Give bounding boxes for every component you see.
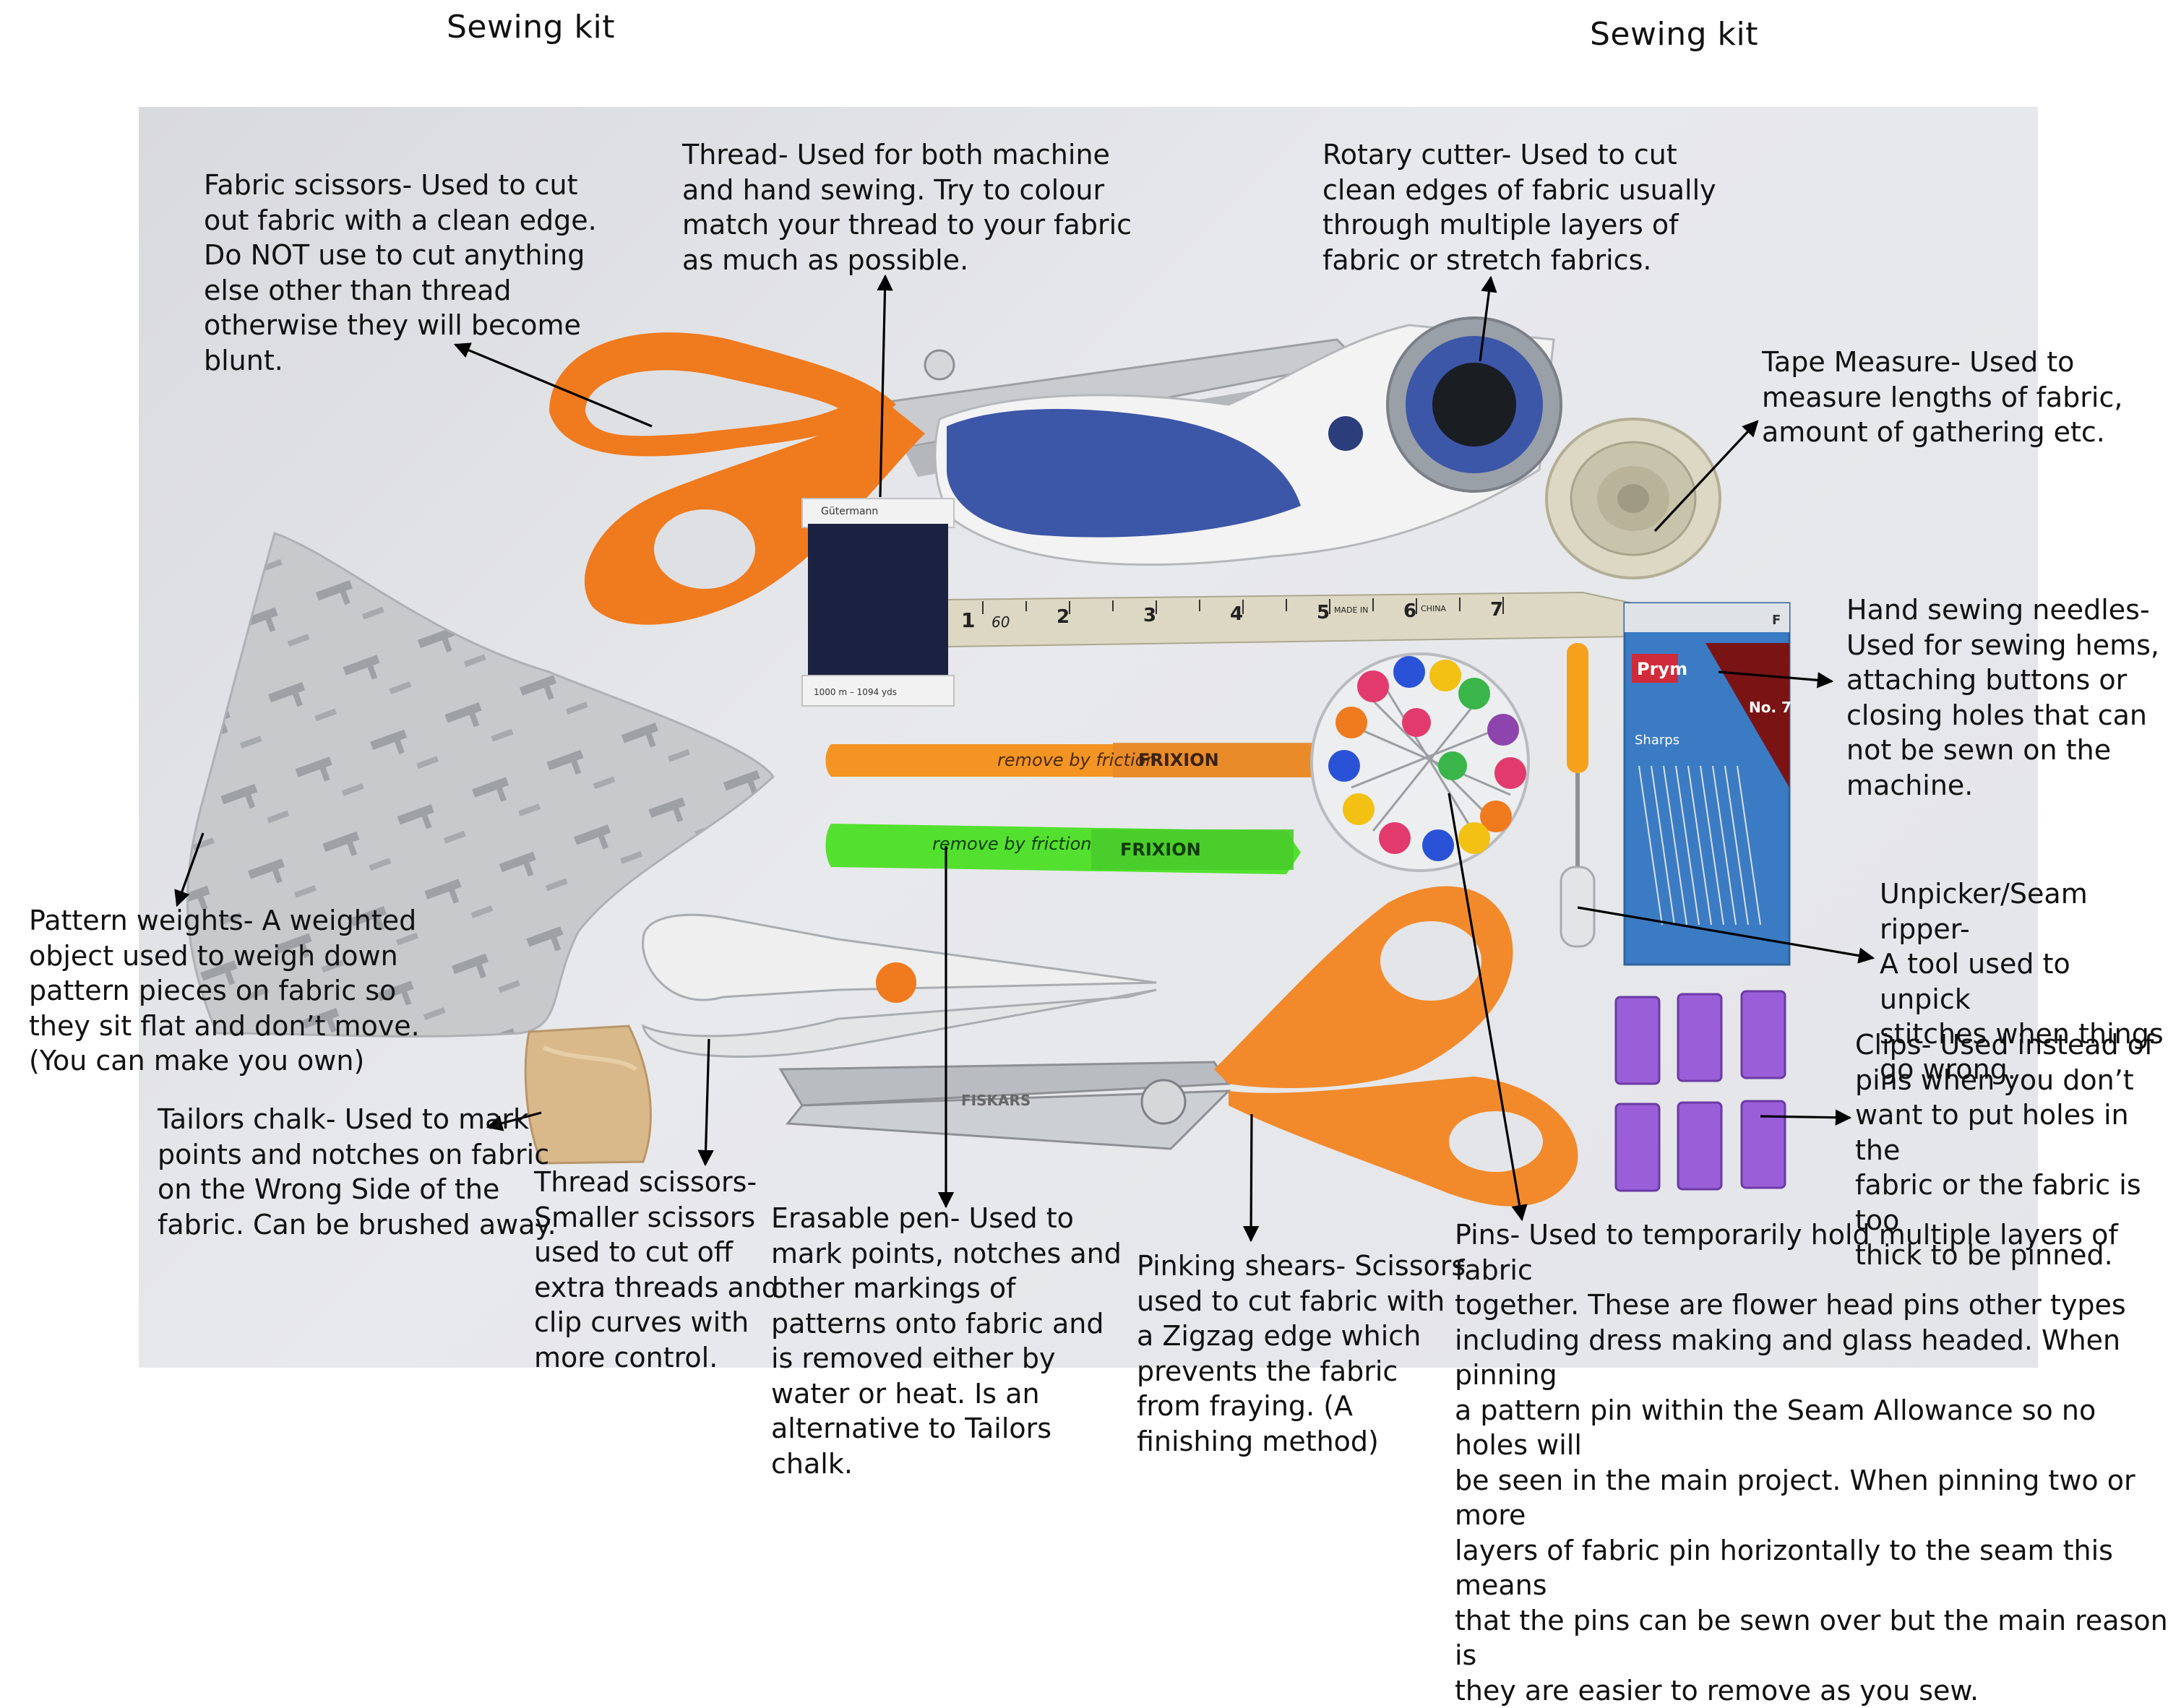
tape-china: CHINA [1421,604,1446,613]
erasable-pen-green: remove by friction FRIXION [825,824,1301,874]
arrow-fabric-scissors [453,342,653,428]
arrow-rotary-cutter [1479,275,1497,362]
pattern-weight-pillow [186,532,775,1038]
erasable-pen-orange: remove by friction FRIXION [825,743,1322,777]
arrow-pattern-weights [174,832,205,907]
leader-lines [174,274,1875,1243]
needle-brand: Prym [1637,659,1687,679]
label-thread-scissors: Thread scissors- Smaller scissors used t… [534,1166,780,1373]
needle-card: Prym Sharps F No. 7 [1623,602,1791,966]
tape-number-2: 2 [1057,606,1070,628]
title-right: Sewing kit [1590,16,1758,53]
tape-number-3: 3 [1143,605,1156,626]
label-pattern-weights: Pattern weights- A weighted object used … [29,905,420,1077]
label-erasable-pen: Erasable pen- Used to mark points, notch… [771,1202,1122,1480]
tape-made-in: MADE IN [1334,605,1368,615]
arrow-clips [1760,1109,1852,1126]
label-thread: Thread- Used for both machine and hand s… [682,139,1132,276]
title-left: Sewing kit [447,9,615,46]
label-unpicker: Unpicker/Seam ripper- A tool used to unp… [1880,878,2164,1085]
tailors-chalk [524,1025,652,1165]
arrow-hand-needles [1718,670,1834,689]
tape-number-1: 1 [961,608,975,632]
tape-measure-strip: 1 60 2 3 4 5 MADE IN 6 CHINA 7 [946,591,1685,648]
sewing-kit-illustration: 1 60 2 3 4 5 MADE IN 6 CHINA 7 Gütermann… [174,274,1875,1243]
label-hand-needles: Hand sewing needles- Used for sewing hem… [1846,594,2159,801]
label-pinking-shears: Pinking shears- Scissors used to cut fab… [1137,1250,1466,1457]
label-tape-measure: Tape Measure- Used to measure lengths of… [1762,346,2123,448]
pen-orange-brand: FRIXION [1138,750,1219,770]
tape-number-6: 6 [1403,600,1416,622]
tape-number-5: 5 [1317,602,1330,624]
arrow-pins [1448,793,1528,1222]
spool-brand: Gütermann [821,506,878,517]
arrow-unpicker [1577,906,1875,964]
label-rotary-cutter: Rotary cutter- Used to cut clean edges o… [1322,139,1716,276]
arrow-tailors-chalk [486,1111,542,1131]
pen-orange-text: remove by friction [997,750,1157,770]
label-clips: Clips- Used instead of pins when you don… [1855,1029,2154,1271]
needle-f: F [1772,613,1781,628]
tape-number-60: 60 [991,613,1010,631]
pen-green-brand: FRIXION [1120,840,1201,860]
thread-scissors [641,913,1157,1058]
label-pins: Pins- Used to temporarily hold multiple … [1455,1219,2168,1707]
arrow-thread [877,274,893,498]
pin-box [1310,652,1530,872]
arrow-thread-scissors [697,1038,714,1167]
seam-ripper [1560,643,1596,948]
pinking-shears: FISKARS [778,886,1578,1207]
needle-sharps: Sharps [1635,733,1679,748]
tape-measure-roll [1545,418,1721,579]
needle-number: No. 7 [1749,699,1791,716]
pen-green-text: remove by friction [932,834,1092,854]
rotary-cutter [934,316,1562,566]
shears-brand: FISKARS [961,1092,1031,1109]
arrow-tape-measure [1653,420,1759,532]
tape-number-7: 7 [1490,599,1503,621]
label-fabric-scissors: Fabric scissors- Used to cut out fabric … [204,169,597,376]
thread-spool: Gütermann 1000 m – 1094 yds [801,498,955,707]
spool-length: 1000 m – 1094 yds [814,687,897,697]
tape-number-4: 4 [1230,603,1243,625]
arrow-pinking-shears [1242,1113,1260,1243]
wonder-clips [1614,990,1786,1192]
label-tailors-chalk: Tailors chalk- Used to mark points and n… [158,1103,556,1241]
